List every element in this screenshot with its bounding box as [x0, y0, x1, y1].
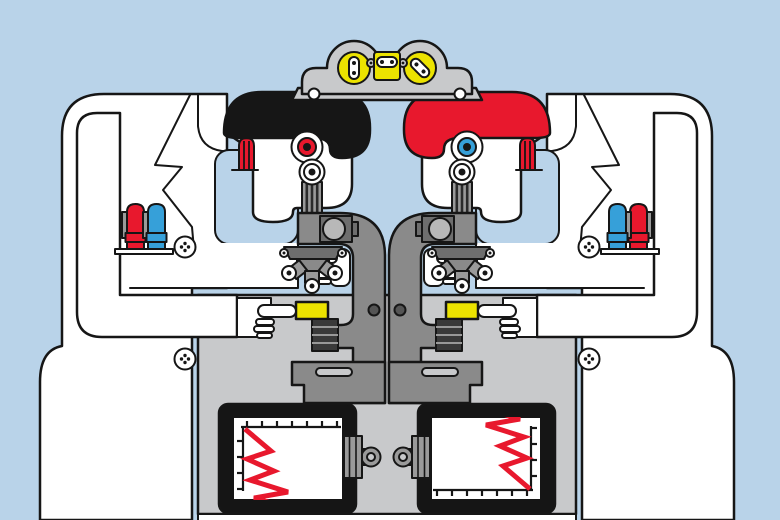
- chart-left: [237, 421, 341, 500]
- chart-right-zigzag: [485, 417, 534, 491]
- bubble-vial-center: [366, 51, 408, 81]
- chart-right: [433, 417, 537, 496]
- level-hole: [307, 87, 321, 101]
- chart-left-zigzag: [240, 427, 289, 500]
- bubble-vial-right: [403, 51, 437, 85]
- bubble-vial-left: [337, 51, 371, 85]
- spirit-level: [290, 39, 484, 102]
- level-hole: [453, 87, 467, 101]
- bench-front-edge: [197, 513, 577, 520]
